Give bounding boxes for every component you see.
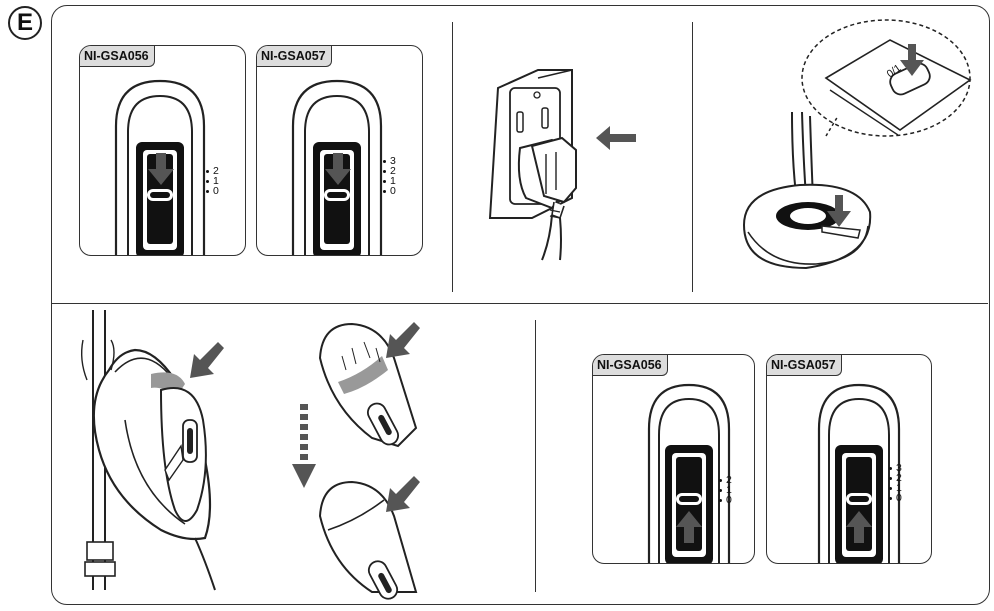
arrow-diagonal-icon bbox=[386, 322, 420, 358]
model-tag: NI-GSA056 bbox=[80, 46, 155, 67]
model-panel-gsa056-bottom: NI-GSA056 2 1 0 bbox=[592, 354, 755, 564]
model-panel-gsa057-top: NI-GSA057 3 2 1 0 bbox=[256, 45, 423, 256]
power-scale: 2 1 0 bbox=[206, 166, 219, 196]
illustration-frame bbox=[51, 5, 990, 605]
arrow-diagonal-icon bbox=[190, 342, 224, 378]
arrow-left-icon bbox=[596, 126, 636, 150]
arrow-down-icon bbox=[148, 153, 174, 185]
column-divider-1 bbox=[452, 22, 454, 292]
power-scale: 3 2 1 0 bbox=[889, 463, 902, 503]
arrow-up-icon bbox=[846, 511, 872, 543]
arrow-down-icon bbox=[325, 153, 351, 185]
wall-outlet-plug-illustration bbox=[488, 69, 577, 261]
power-scale: 3 2 1 0 bbox=[383, 156, 396, 196]
sleeve-after-illustration bbox=[318, 480, 418, 600]
handle-switch-illustration bbox=[291, 79, 383, 255]
column-divider-2 bbox=[692, 22, 694, 292]
dashed-arrow-down-icon bbox=[292, 404, 316, 488]
charging-base-illustration: 0/1 bbox=[742, 19, 972, 270]
model-panel-gsa056-top: NI-GSA056 2 1 0 bbox=[79, 45, 246, 256]
model-tag: NI-GSA057 bbox=[767, 355, 842, 376]
section-badge: E bbox=[8, 6, 42, 40]
section-label: E bbox=[16, 9, 33, 36]
model-panel-gsa057-bottom: NI-GSA057 3 2 1 0 bbox=[766, 354, 932, 564]
model-tag: NI-GSA057 bbox=[257, 46, 332, 67]
vacuum-handle-illustration bbox=[80, 310, 216, 591]
arrow-diagonal-icon bbox=[386, 476, 420, 512]
arrow-up-icon bbox=[676, 511, 702, 543]
handle-switch-illustration bbox=[817, 383, 901, 563]
column-divider-3 bbox=[535, 320, 537, 592]
model-tag: NI-GSA056 bbox=[593, 355, 668, 376]
handle-switch-illustration bbox=[647, 383, 731, 563]
handle-switch-illustration bbox=[114, 79, 206, 255]
row-divider bbox=[52, 303, 988, 305]
power-scale: 2 1 0 bbox=[719, 475, 732, 505]
